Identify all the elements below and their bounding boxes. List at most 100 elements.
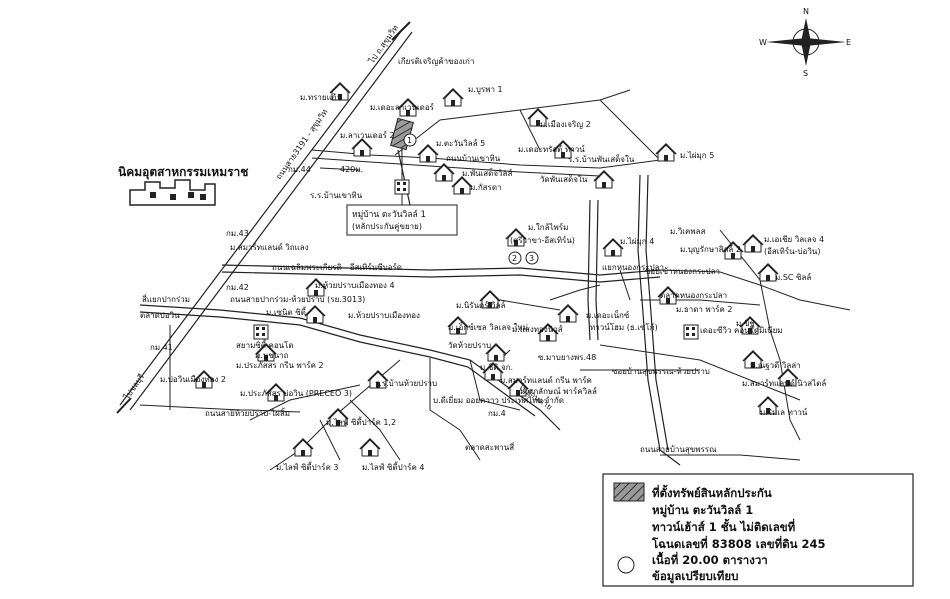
svg-text:(ศรีวาขา-อีสเทิร์น): (ศรีวาขา-อีสเทิร์น) bbox=[510, 235, 575, 245]
svg-text:ม.เมืองเจริญ 2: ม.เมืองเจริญ 2 bbox=[540, 120, 591, 129]
svg-text:ม.ห้วยปราบเมืองทอง: ม.ห้วยปราบเมืองทอง bbox=[348, 311, 420, 320]
svg-text:ม.เดอะเน็กซ์: ม.เดอะเน็กซ์ bbox=[586, 310, 630, 320]
svg-text:ม.บูรพา 1: ม.บูรพา 1 bbox=[468, 85, 503, 95]
svg-text:ม.ธาดา พาร์ค 2: ม.ธาดา พาร์ค 2 bbox=[676, 304, 732, 314]
svg-text:ม.ประภัสสร บ่อวิน (PRECEO 3): ม.ประภัสสร บ่อวิน (PRECEO 3) bbox=[240, 389, 352, 398]
svg-text:ม.สมาร์ทแลนด์ วิถแลง: ม.สมาร์ทแลนด์ วิถแลง bbox=[230, 242, 309, 252]
svg-text:ถนนบ้านเขาหิน: ถนนบ้านเขาหิน bbox=[446, 154, 501, 163]
svg-text:ถนนสายปากร่วม-ห้วยปราบ (รย.301: ถนนสายปากร่วม-ห้วยปราบ (รย.3013) bbox=[230, 295, 365, 304]
legend-box: ที่ตั้งทรัพย์สินหลักประกัน หมู่บ้าน ตะวั… bbox=[602, 473, 914, 587]
svg-text:เดอะซีวิว คอนโดมิเนียม: เดอะซีวิว คอนโดมิเนียม bbox=[700, 325, 783, 335]
svg-text:ถนนสายห้วยปราบ-ไผ่ลิ้ม: ถนนสายห้วยปราบ-ไผ่ลิ้ม bbox=[205, 407, 290, 418]
svg-text:กม.42: กม.42 bbox=[226, 283, 249, 292]
svg-text:ม.ศุภลักษณ์ พาร์ควิลล์: ม.ศุภลักษณ์ พาร์ควิลล์ bbox=[520, 386, 597, 396]
svg-text:ม.ไลฟ์ ซิตี้ปาร์ค 4: ม.ไลฟ์ ซิตี้ปาร์ค 4 bbox=[362, 461, 424, 472]
svg-text:ม.เอ็กซ์เซล วิลเลจ ใหม่: ม.เอ็กซ์เซล วิลเลจ ใหม่ bbox=[448, 322, 528, 332]
svg-text:ถนนสายบ้านสุขพรรณ: ถนนสายบ้านสุขพรรณ bbox=[640, 445, 717, 454]
legend-compare-swatch bbox=[617, 556, 635, 574]
svg-text:ม.พันเสด็จวิลล์: ม.พันเสด็จวิลล์ bbox=[462, 168, 512, 178]
svg-text:สยามซิตี้ คอนโด: สยามซิตี้ คอนโด bbox=[236, 339, 294, 350]
svg-text:ม.นุชนาถ: ม.นุชนาถ bbox=[255, 351, 289, 360]
svg-text:นิคมอุตสาหกรรมเหมราช: นิคมอุตสาหกรรมเหมราช bbox=[118, 165, 248, 180]
svg-text:420ม.: 420ม. bbox=[340, 165, 363, 174]
svg-text:ซอยเข้าหนองกระปลา: ซอยเข้าหนองกระปลา bbox=[645, 267, 720, 276]
svg-text:ทาวน์โฮม (ธ.เซโก้): ทาวน์โฮม (ธ.เซโก้) bbox=[590, 322, 658, 332]
svg-text:W: W bbox=[759, 38, 767, 47]
svg-text:หมู่บ้าน ตะวันวิลล์ 1: หมู่บ้าน ตะวันวิลล์ 1 bbox=[352, 209, 426, 220]
svg-text:เกียรติเจริญค้าของเก่า: เกียรติเจริญค้าของเก่า bbox=[398, 57, 474, 66]
svg-text:สี่แยกปากร่วม: สี่แยกปากร่วม bbox=[142, 293, 190, 304]
svg-text:ม.ไผ่มุก 5: ม.ไผ่มุก 5 bbox=[680, 151, 714, 160]
svg-text:กม.4: กม.4 bbox=[488, 409, 506, 418]
svg-text:ม.เดอะทรัสต์ ทาวน์: ม.เดอะทรัสต์ ทาวน์ bbox=[518, 144, 585, 154]
svg-text:ถนนเฉลิมพระเกียรติ - อีสเทิร์น: ถนนเฉลิมพระเกียรติ - อีสเทิร์นซีบอร์ด bbox=[272, 262, 402, 272]
svg-text:ม.นิรันดร์ วิลล์: ม.นิรันดร์ วิลล์ bbox=[456, 300, 505, 310]
svg-text:ม.ขิชู: ม.ขิชู bbox=[736, 319, 755, 329]
svg-text:ม.ไผ่มุก 4: ม.ไผ่มุก 4 bbox=[620, 237, 654, 246]
road-north bbox=[394, 89, 631, 156]
svg-text:ม.ประภัสสร กรีน พาร์ค 2: ม.ประภัสสร กรีน พาร์ค 2 bbox=[236, 360, 324, 370]
main-highway bbox=[116, 21, 413, 414]
svg-text:ม.ชิติ จก.: ม.ชิติ จก. bbox=[480, 363, 513, 372]
svg-text:ม.ไลฟ์ ซิตี้ปาร์ค 1,2: ม.ไลฟ์ ซิตี้ปาร์ค 1,2 bbox=[326, 416, 396, 427]
svg-text:ซ.มาบยางพร.48: ซ.มาบยางพร.48 bbox=[538, 353, 596, 362]
svg-text:2: 2 bbox=[512, 254, 517, 263]
svg-text:ม.ลาเวนเดอร์ 2: ม.ลาเวนเดอร์ 2 bbox=[340, 130, 395, 140]
subject-label: หมู่บ้าน ตะวันวิลล์ 1 (หลักประกันคู่ขยาย… bbox=[346, 150, 458, 236]
svg-text:ซอยบ้านสุขพรรณ-ห้วยปราบ: ซอยบ้านสุขพรรณ-ห้วยปราบ bbox=[612, 367, 710, 376]
svg-text:ม.เอเชีย วิลเลจ 4: ม.เอเชีย วิลเลจ 4 bbox=[764, 235, 824, 244]
svg-text:ร.ร.บ้านพันเสด็จใน: ร.ร.บ้านพันเสด็จใน bbox=[568, 154, 635, 164]
industrial-estate: นิคมอุตสาหกรรมเหมราช bbox=[118, 165, 248, 206]
svg-text:ม.ริมเล ทาวน์: ม.ริมเล ทาวน์ bbox=[760, 407, 808, 417]
svg-text:ตลาดหนองกระปลา: ตลาดหนองกระปลา bbox=[660, 291, 727, 300]
svg-text:ที่ตั้งทรัพย์สินหลักประกัน: ที่ตั้งทรัพย์สินหลักประกัน bbox=[652, 484, 772, 500]
svg-text:ม.ใกล้ไพร์ม: ม.ใกล้ไพร์ม bbox=[528, 222, 568, 232]
svg-text:ไป ถ.สุขุมวิท: ไป ถ.สุขุมวิท bbox=[367, 24, 400, 66]
svg-text:ตลาดบ่อวิน: ตลาดบ่อวิน bbox=[140, 311, 180, 320]
svg-text:E: E bbox=[846, 38, 851, 47]
svg-text:1: 1 bbox=[407, 136, 412, 145]
svg-text:ม.เซนิต ซิตี้: ม.เซนิต ซิตี้ bbox=[266, 306, 307, 317]
marker-1 bbox=[403, 133, 417, 147]
svg-text:บ.ดีเยี่ยม ออยควาว ประเทศไทย จ: บ.ดีเยี่ยม ออยควาว ประเทศไทย จำกัด bbox=[433, 394, 564, 405]
svg-text:ข้อมูลเปรียบเทียบ: ข้อมูลเปรียบเทียบ bbox=[652, 569, 738, 584]
svg-text:ทาวน์เฮ้าส์ 1 ชั้น ไม่ติดเลขท: ทาวน์เฮ้าส์ 1 ชั้น ไม่ติดเลขที่ bbox=[652, 518, 796, 534]
svg-text:(อีสเทิร์น-บ่อวิน): (อีสเทิร์น-บ่อวิน) bbox=[764, 246, 820, 256]
svg-text:โฉนดเลขที่ 83808 เลขที่ดิน 245: โฉนดเลขที่ 83808 เลขที่ดิน 245 bbox=[651, 535, 826, 551]
svg-text:(หลักประกันคู่ขยาย): (หลักประกันคู่ขยาย) bbox=[352, 222, 422, 232]
svg-text:วัดพันเสด็จใน: วัดพันเสด็จใน bbox=[540, 174, 588, 184]
svg-text:กม.44: กม.44 bbox=[288, 165, 311, 174]
svg-text:วัดห้วยปราบ: วัดห้วยปราบ bbox=[448, 341, 491, 350]
svg-text:ม.สมาร์ทแลนด์ กรีน พาร์ค: ม.สมาร์ทแลนด์ กรีน พาร์ค bbox=[500, 375, 592, 385]
compass-rose-icon: N S E W bbox=[759, 7, 851, 78]
map-labels: ไป ถ.สุขุมวิท ไปชลบุรี ไปบ้านค่าย ถนนสาย… bbox=[122, 24, 827, 472]
svg-text:ม.ทรายแก้ว: ม.ทรายแก้ว bbox=[300, 93, 341, 102]
svg-text:ม.บ่อวินเมืองทอง 2: ม.บ่อวินเมืองทอง 2 bbox=[160, 375, 226, 384]
svg-text:ร.ร.บ้านเขาหิน: ร.ร.บ้านเขาหิน bbox=[310, 191, 363, 200]
legend-hatch-swatch bbox=[613, 482, 645, 502]
svg-text:S: S bbox=[803, 69, 808, 78]
svg-text:กม.41: กม.41 bbox=[150, 343, 173, 352]
marker-3 bbox=[525, 251, 539, 265]
marker-2 bbox=[508, 251, 522, 265]
svg-text:แยกหนองกระปลา: แยกหนองกระปลา bbox=[602, 263, 664, 272]
svg-text:ม.สมาร์ทแลนด์ นิวสไตล์: ม.สมาร์ทแลนด์ นิวสไตล์ bbox=[742, 378, 826, 388]
svg-text:กม.43: กม.43 bbox=[226, 229, 249, 238]
svg-text:ม.ณฐวดี วิลล่า: ม.ณฐวดี วิลล่า bbox=[750, 361, 801, 370]
svg-text:3: 3 bbox=[529, 254, 534, 263]
svg-text:ม.วิเคพลส: ม.วิเคพลส bbox=[670, 227, 706, 236]
svg-text:ม.แสงทองนิวส์: ม.แสงทองนิวส์ bbox=[512, 324, 563, 334]
road-chalermprakiat bbox=[221, 264, 661, 283]
road-vertical-mid bbox=[587, 199, 591, 341]
svg-text:ม.ตะวันวิลล์ 5: ม.ตะวันวิลล์ 5 bbox=[436, 138, 485, 148]
svg-text:ม.ไลฟ์ ซิตี้ปาร์ค 3: ม.ไลฟ์ ซิตี้ปาร์ค 3 bbox=[276, 461, 338, 472]
svg-text:ม.SC ซิลล์: ม.SC ซิลล์ bbox=[775, 272, 811, 282]
svg-text:เนื้อที่ 20.00 ตารางวา: เนื้อที่ 20.00 ตารางวา bbox=[652, 551, 768, 567]
svg-text:ตลาดสะพานสี่: ตลาดสะพานสี่ bbox=[465, 441, 514, 452]
svg-text:ม.เดอะลาเวนเดอร์: ม.เดอะลาเวนเดอร์ bbox=[370, 102, 435, 112]
svg-text:ม.กัสรดา: ม.กัสรดา bbox=[470, 183, 502, 192]
svg-text:หมู่บ้าน ตะวันวิลล์ 1: หมู่บ้าน ตะวันวิลล์ 1 bbox=[652, 503, 753, 518]
svg-text:ม.ห้วยปราบเมืองทอง 4: ม.ห้วยปราบเมืองทอง 4 bbox=[315, 281, 395, 290]
